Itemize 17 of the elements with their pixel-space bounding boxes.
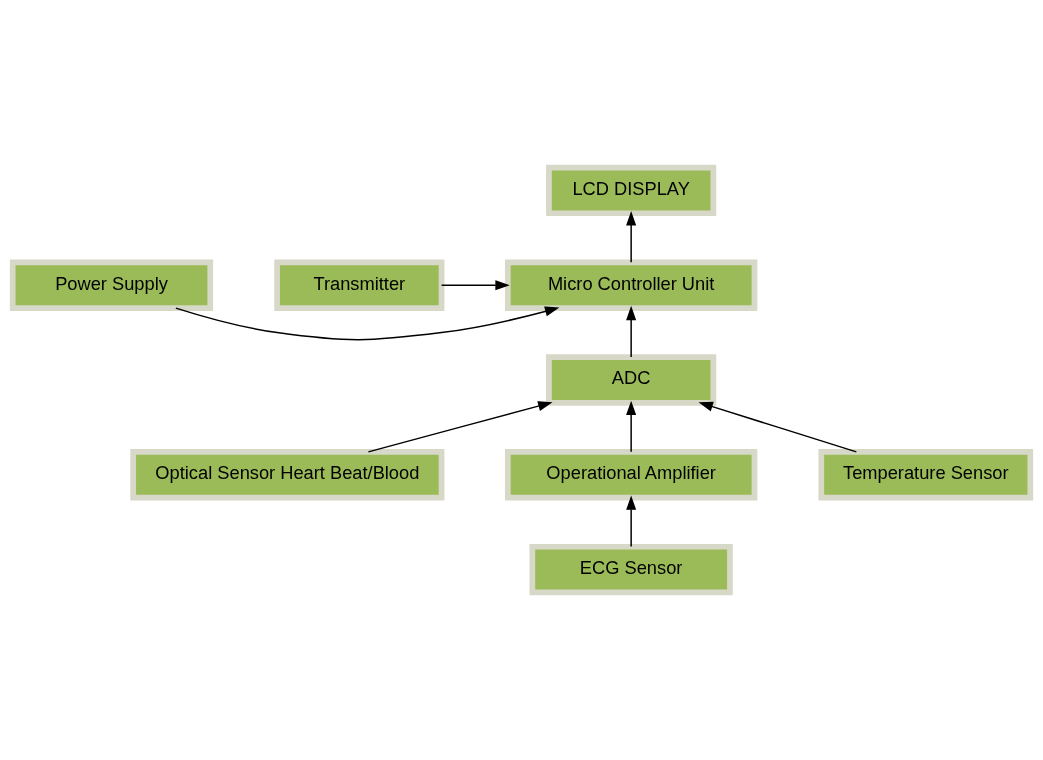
node-box: Optical Sensor Heart Beat/Blood <box>130 449 445 501</box>
arrow <box>626 400 637 453</box>
node-box: Micro Controller Unit <box>504 259 758 311</box>
node-box: Power Supply <box>9 259 214 311</box>
arrow <box>626 495 637 548</box>
node-box: ECG Sensor <box>529 543 733 596</box>
arrow <box>367 401 553 453</box>
arrow <box>626 305 637 358</box>
node-box: Transmitter <box>274 259 445 311</box>
arrow <box>440 280 510 291</box>
arrow <box>175 306 560 341</box>
arrow <box>698 401 858 453</box>
arrow <box>626 211 637 263</box>
node-box: LCD DISPLAY <box>546 164 717 217</box>
node-box: ADC <box>546 354 717 406</box>
node-box: Operational Amplifier <box>504 449 758 501</box>
node-box: Temperature Sensor <box>818 449 1034 501</box>
